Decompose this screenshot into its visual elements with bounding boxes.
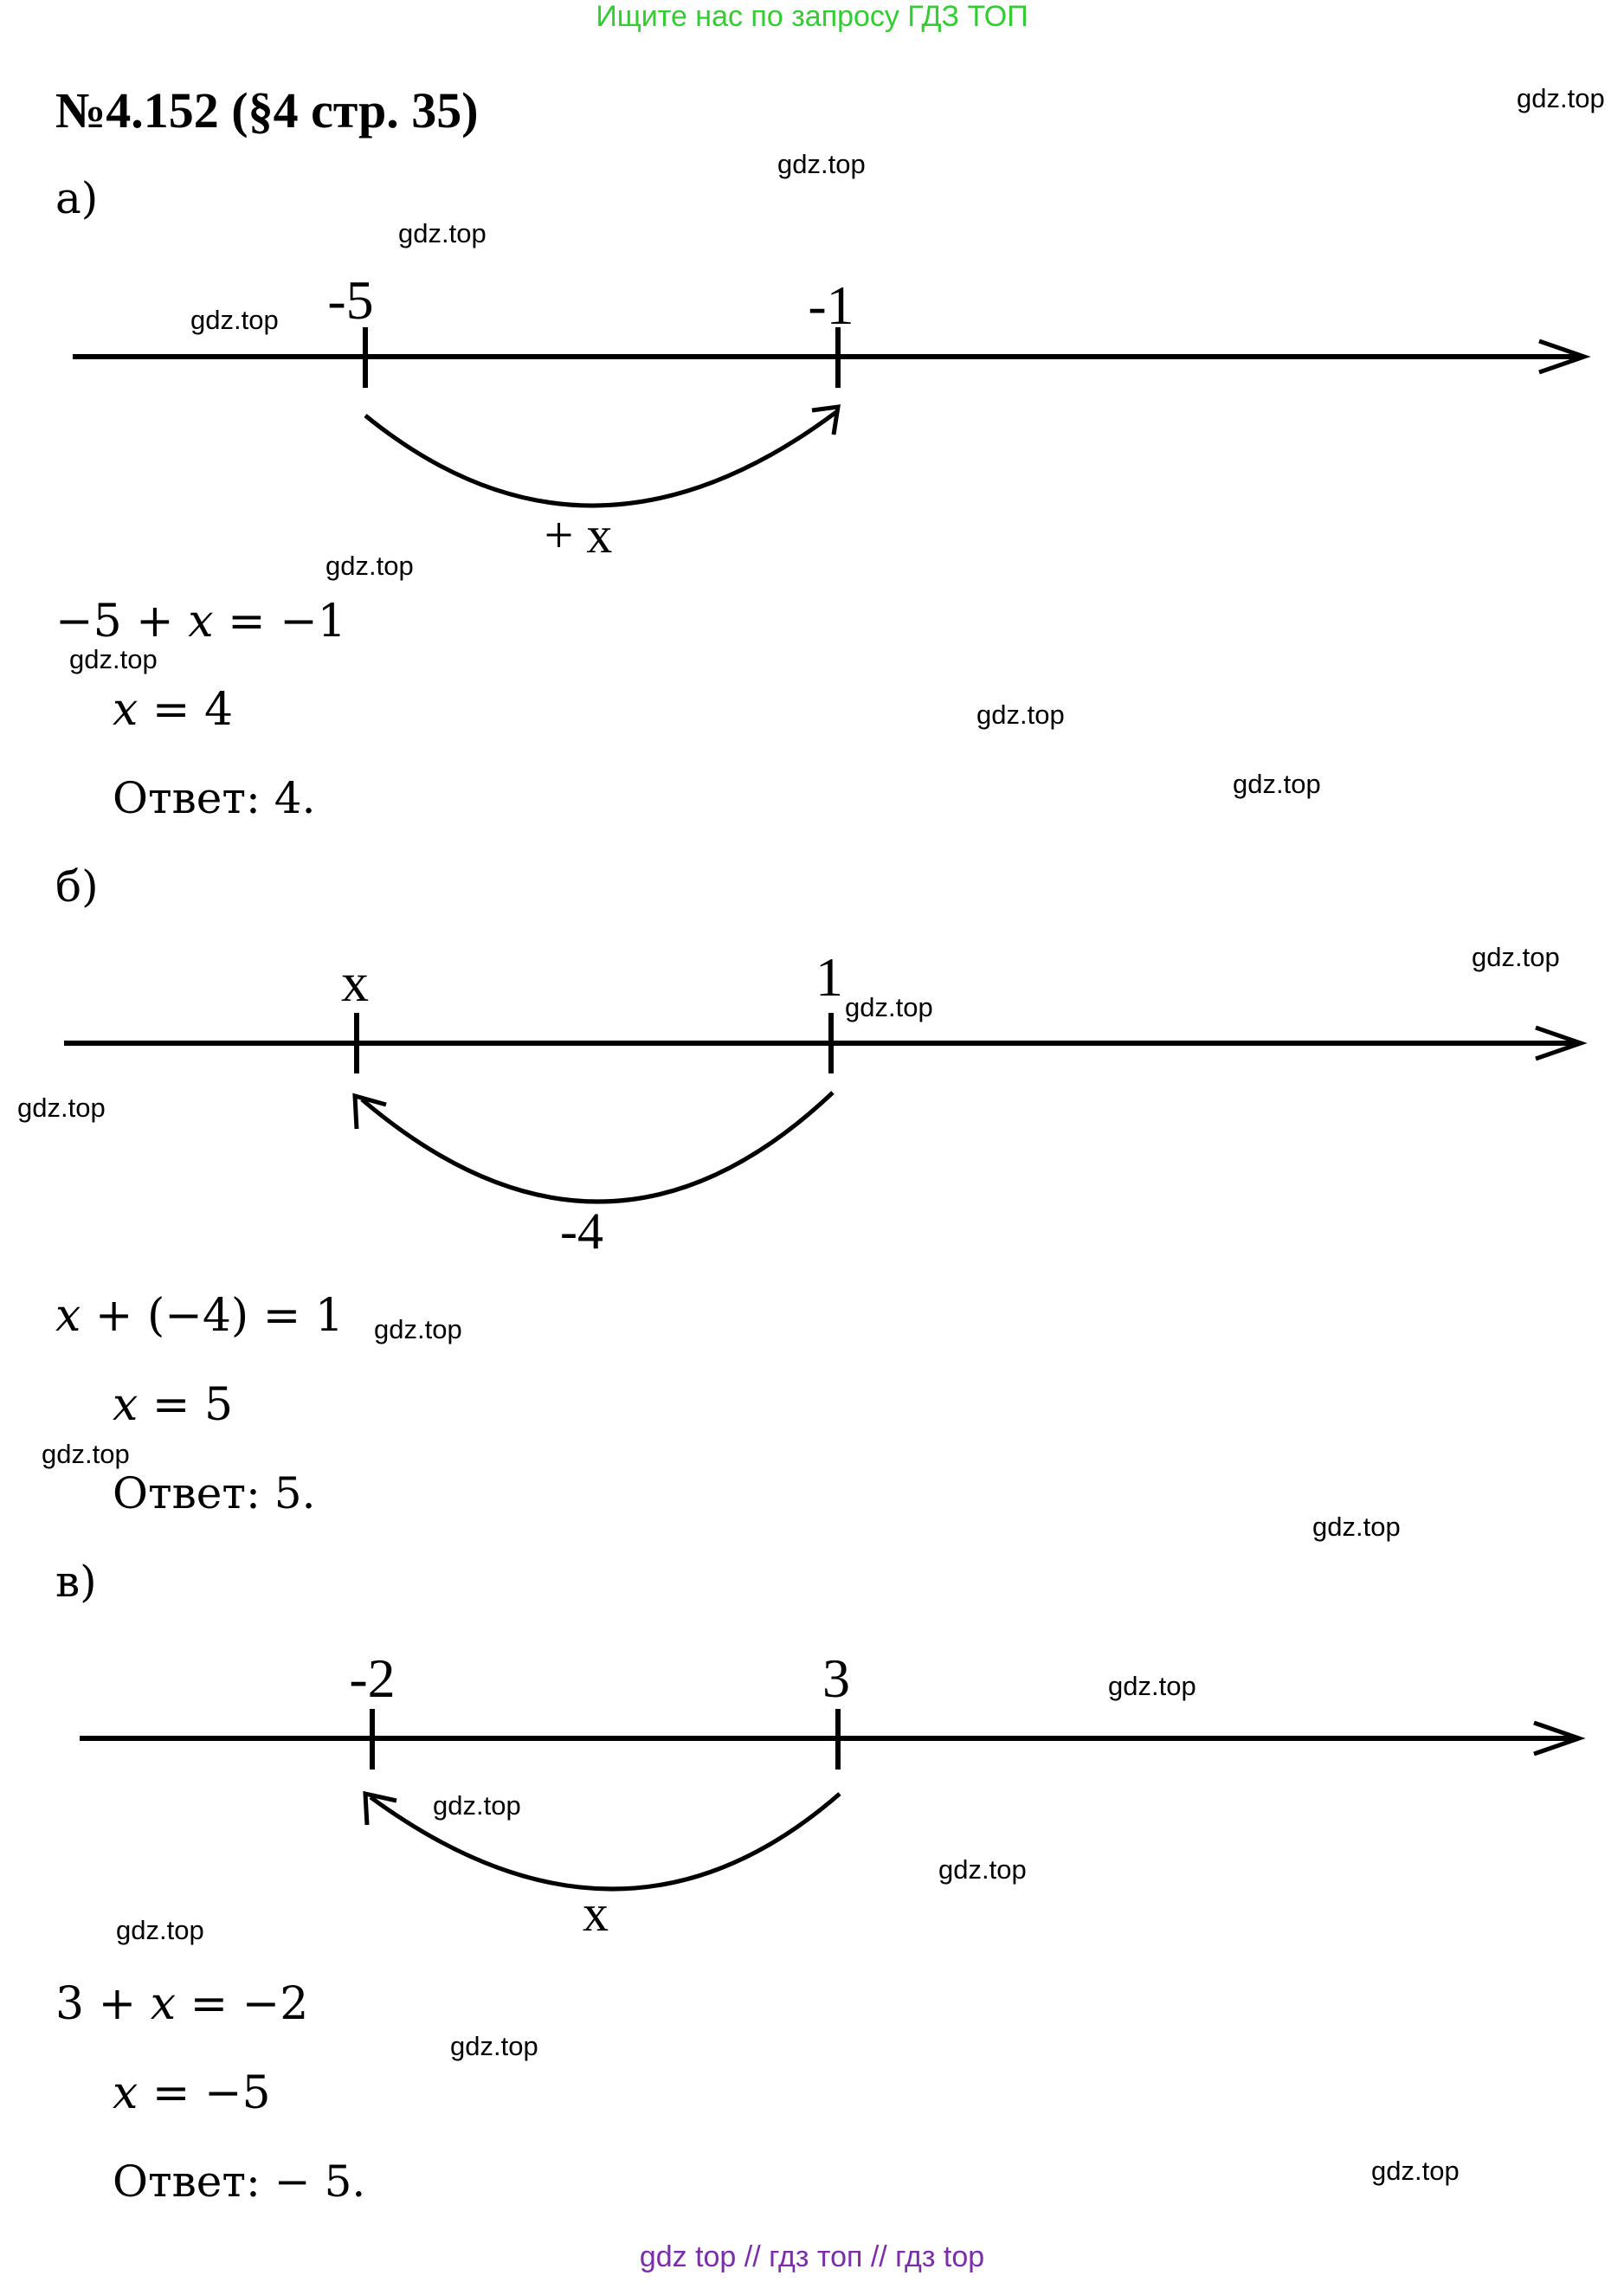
equation-b-1: 𝑥 + (−4) = 1	[55, 1290, 344, 1342]
tick-label-left-a: -5	[327, 269, 373, 331]
watermark: gdz.top	[398, 218, 487, 248]
watermark: gdz.top	[42, 1439, 130, 1469]
equation-b-2: 𝑥 = 5	[113, 1379, 234, 1431]
watermark: gdz.top	[1108, 1671, 1196, 1701]
bottom-banner[interactable]: gdz top // гдз топ // гдз top	[639, 2240, 985, 2273]
tick-label-right-c: 3	[822, 1647, 850, 1709]
jump-arrowhead-b	[352, 1093, 387, 1130]
number-line-b: x 1 -4	[64, 946, 1588, 1260]
watermark: gdz.top	[1472, 942, 1560, 972]
watermark: gdz.top	[17, 1093, 106, 1123]
watermark: gdz.top	[938, 1854, 1027, 1885]
equation-a-1: −5 + 𝑥 = −1	[55, 596, 346, 648]
number-line-a: -5 -1 + x	[73, 269, 1591, 564]
problem-title: №4.152 (§4 стр. 35)	[55, 82, 479, 139]
axis-arrowhead-a	[1538, 338, 1591, 375]
jump-arrowhead-c	[363, 1790, 397, 1826]
part-b-label: б)	[55, 861, 99, 912]
jump-label-b: -4	[560, 1202, 603, 1260]
watermark: gdz.top	[325, 551, 414, 581]
watermark: gdz.top	[976, 699, 1065, 730]
tick-label-right-b: 1	[815, 946, 843, 1008]
answer-b: Ответ: 5.	[113, 1468, 316, 1518]
tick-label-right-a: -1	[808, 274, 854, 336]
tick-label-left-c: -2	[349, 1647, 395, 1709]
watermark: gdz.top	[116, 1915, 204, 1945]
answer-a: Ответ: 4.	[113, 773, 316, 823]
jump-arc-c	[369, 1792, 841, 1892]
jump-arc-b	[360, 1091, 835, 1204]
watermark: gdz.top	[777, 149, 866, 179]
tick-label-left-b: x	[341, 951, 369, 1013]
watermark: gdz.top	[433, 1790, 521, 1821]
equation-a-2: 𝑥 = 4	[113, 684, 234, 736]
equation-c-2: 𝑥 = −5	[113, 2067, 271, 2119]
equation-c-1: 3 + 𝑥 = −2	[55, 1978, 309, 2030]
watermark: gdz.top	[450, 2031, 538, 2061]
watermark: gdz.top	[374, 1314, 462, 1344]
axis-arrowhead-b	[1535, 1025, 1588, 1061]
jump-label-c: x	[583, 1885, 609, 1942]
answer-c: Ответ: − 5.	[113, 2156, 366, 2207]
jump-arrowhead-a	[811, 404, 841, 435]
watermark: gdz.top	[190, 305, 279, 335]
part-c-label: в)	[55, 1557, 97, 1607]
top-banner[interactable]: Ищите нас по запросу ГДЗ ТОП	[596, 0, 1028, 33]
watermark: gdz.top	[1233, 769, 1321, 799]
watermark: gdz.top	[1517, 83, 1605, 113]
jump-arc-a	[364, 409, 838, 508]
watermark: gdz.top	[69, 644, 158, 674]
watermark: gdz.top	[1371, 2156, 1460, 2186]
watermark: gdz.top	[845, 992, 933, 1022]
axis-arrowhead-c	[1533, 1720, 1586, 1757]
number-line-c: -2 3 x	[80, 1647, 1586, 1942]
part-a-label: а)	[55, 173, 99, 223]
watermark: gdz.top	[1312, 1512, 1401, 1542]
jump-label-a: + x	[545, 506, 613, 564]
